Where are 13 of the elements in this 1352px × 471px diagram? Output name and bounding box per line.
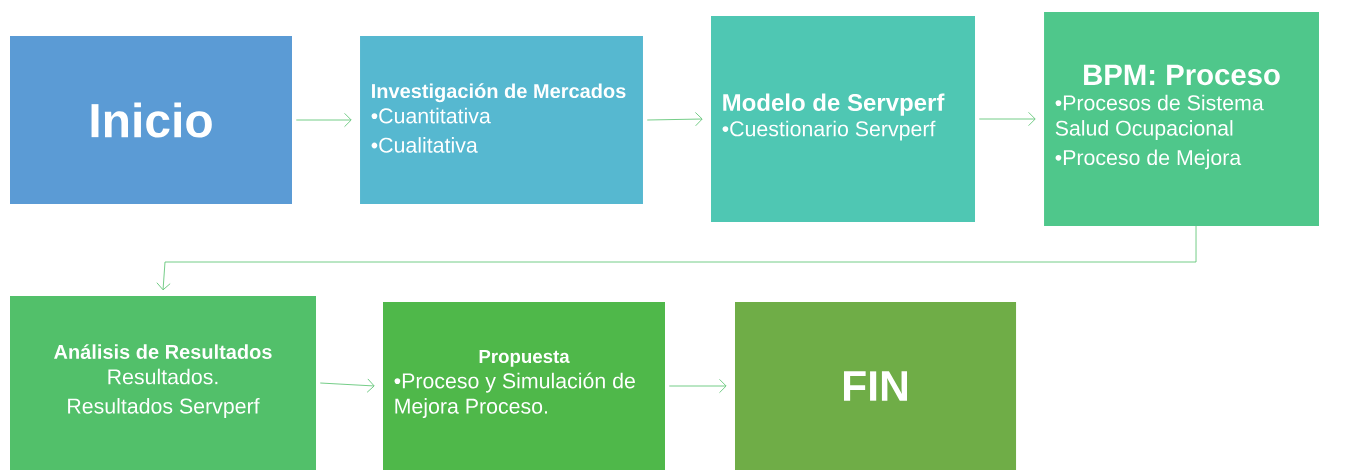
process-box: Propuesta •Proceso y Simulación de Mejora Proceso. bbox=[383, 302, 665, 470]
process-box: Modelo de Servperf •Cuestionario Servperf bbox=[711, 16, 975, 222]
process-box: FIN bbox=[735, 302, 1017, 470]
arrow bbox=[156, 225, 1197, 291]
process-box: Investigación de Mercados •Cuantitativa •Cualitativa bbox=[360, 36, 643, 204]
process-box: Análisis de Resultados Resultados. Resultados Servperf bbox=[10, 296, 316, 470]
process-box: BPM: Proceso •Procesos de Sistema Salud Ocupacional •Proceso de Mejora bbox=[1044, 12, 1319, 226]
arrow bbox=[668, 378, 727, 394]
arrow bbox=[646, 112, 703, 127]
arrow bbox=[978, 111, 1036, 127]
process-box: Inicio bbox=[10, 36, 292, 204]
arrow bbox=[319, 378, 375, 393]
arrow bbox=[295, 112, 352, 128]
